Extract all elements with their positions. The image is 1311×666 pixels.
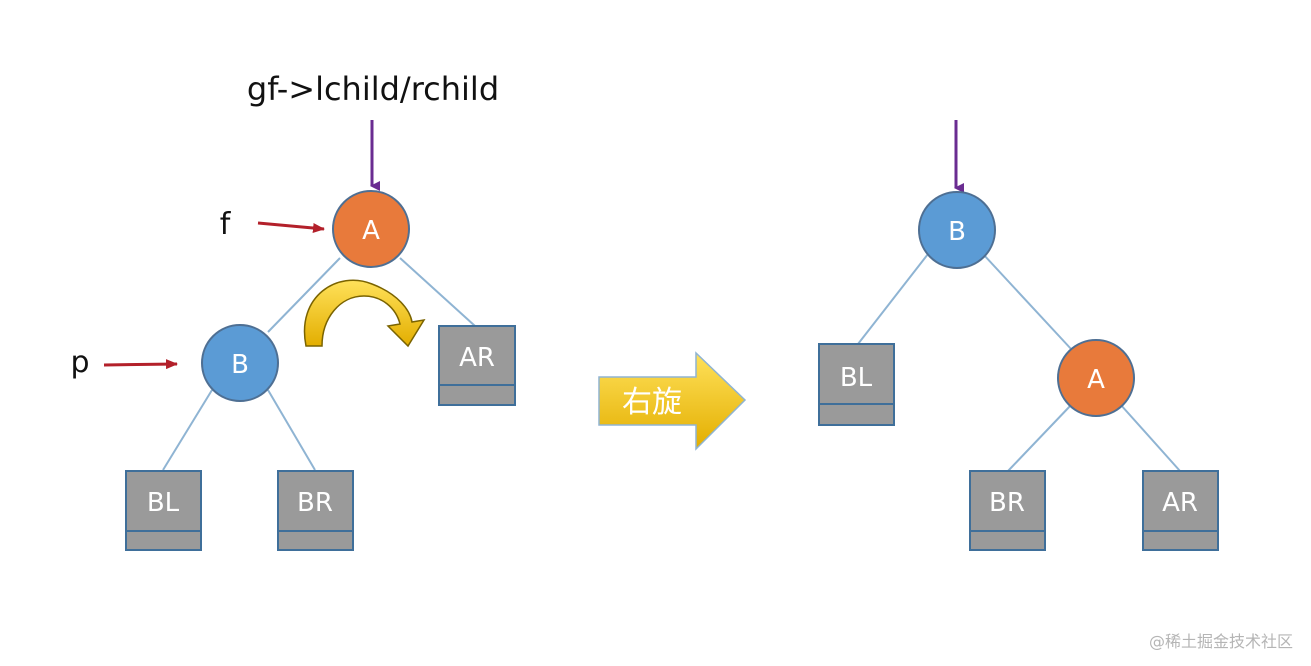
left-node-b: B — [201, 324, 279, 402]
f-right-arrow-icon — [257, 221, 325, 233]
edge-b-br-left — [267, 389, 316, 471]
right-box-br: BR — [969, 470, 1046, 551]
right-node-b-label: B — [948, 217, 966, 247]
left-box-ar-label: AR — [459, 343, 495, 373]
right-node-b: B — [918, 191, 996, 269]
edge-a-ar-right — [1119, 403, 1181, 472]
left-box-br-label: BR — [297, 488, 333, 518]
left-tree: gf->lchild/rchild f p A B AR — [70, 70, 516, 551]
right-box-ar: AR — [1142, 470, 1219, 551]
edge-b-bl-left — [162, 389, 213, 471]
edge-a-b-left — [267, 257, 341, 333]
curved-rotation-arrow-icon — [303, 279, 426, 348]
left-node-b-label: B — [231, 350, 249, 380]
left-box-bl-label: BL — [147, 488, 180, 518]
left-node-a-label: A — [362, 216, 380, 246]
left-node-a: A — [332, 190, 410, 268]
p-right-arrow-icon — [103, 359, 178, 370]
edge-b-bl-right — [857, 253, 929, 345]
edge-b-a-right — [982, 253, 1073, 351]
edge-a-br-right — [1007, 403, 1073, 472]
right-box-br-label: BR — [989, 488, 1025, 518]
left-box-ar: AR — [438, 325, 516, 406]
edge-a-ar-left — [399, 257, 476, 327]
right-rotation-arrow-icon: 右旋 — [598, 351, 747, 451]
left-box-br: BR — [277, 470, 354, 551]
rotation-label: 右旋 — [622, 385, 682, 420]
right-box-bl: BL — [818, 343, 895, 426]
right-box-bl-label: BL — [840, 363, 873, 393]
right-node-a: A — [1057, 339, 1135, 417]
gf-pointer-label: gf->lchild/rchild — [247, 70, 499, 108]
right-box-ar-label: AR — [1162, 488, 1198, 518]
p-pointer-label: p — [70, 345, 89, 380]
left-box-bl: BL — [125, 470, 202, 551]
watermark: @稀土掘金技术社区 — [1148, 632, 1293, 651]
f-pointer-label: f — [220, 207, 232, 242]
right-node-a-label: A — [1087, 365, 1105, 395]
right-tree: B A BL BR AR — [818, 120, 1219, 551]
